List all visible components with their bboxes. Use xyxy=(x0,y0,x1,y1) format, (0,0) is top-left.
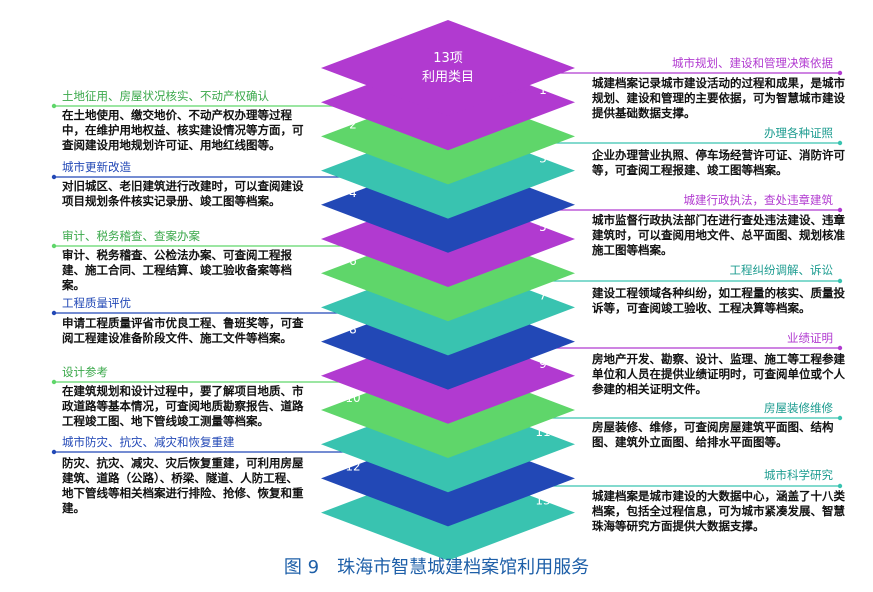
layer-number-13: 13 xyxy=(535,494,550,508)
connector-dot-5 xyxy=(837,207,843,213)
connector-dot-10 xyxy=(51,379,57,385)
connector-dot-1 xyxy=(837,70,843,76)
item-2-title: 土地征用、房屋状况核实、不动产权确认 xyxy=(62,89,269,103)
connector-lines xyxy=(51,70,843,489)
item-11-desc: 房屋装修、维修，可查阅房屋建筑平面图、结构图、建筑外立面图、给排水平面图等。 xyxy=(592,420,834,449)
layer-number-8: 8 xyxy=(349,323,357,337)
item-3-desc: 企业办理营业执照、停车场经营许可证、消防许可等，可查阅工程报建、竣工图等档案。 xyxy=(592,148,845,177)
item-1-title: 城市规划、建设和管理决策依据 xyxy=(672,56,833,70)
layer-number-11: 11 xyxy=(535,425,550,439)
item-1-desc: 城建档案记录城市建设活动的过程和成果，是城市规划、建设和管理的主要依据，可为智慧… xyxy=(592,76,845,120)
item-2-desc: 在土地使用、缴交地价、不动产权办理等过程中，在维护用地权益、核实建设情况等方面，… xyxy=(62,108,304,152)
item-4-desc: 对旧城区、老旧建筑进行改建时，可以查阅建设项目规划条件核实记录册、竣工图等档案。 xyxy=(62,179,304,208)
item-7-desc: 建设工程领域各种纠纷，如工程量的核实、质量投诉等，可查阅竣工验收、工程决算等档案… xyxy=(592,286,845,315)
item-10-desc: 在建筑规划和设计过程中，要了解项目地质、市政道路等基本情况，可查阅地质勘察报告、… xyxy=(62,384,304,428)
item-13-desc: 城建档案是城市建设的大数据中心，涵盖了十八类档案，包括全过程信息，可为城市紧凑发… xyxy=(592,489,845,533)
figure-number: 图 9 xyxy=(283,557,320,578)
item-12-desc: 防灾、抗灾、减灾、灾后恢复重建，可利用房屋建筑、道路（公路）、桥梁、隧道、人防工… xyxy=(62,456,304,515)
item-7-title: 工程纠纷调解、诉讼 xyxy=(729,263,834,277)
layer-number-3: 3 xyxy=(539,152,547,166)
layer-number-9: 9 xyxy=(539,357,547,371)
item-12-title: 城市防灾、抗灾、减灾和恢复重建 xyxy=(62,435,235,449)
item-9-desc: 房地产开发、勘察、设计、监理、施工等工程参建单位和人员在提供业绩证明时，可查阅单… xyxy=(592,352,845,396)
figure-caption: 图 9 珠海市智慧城建档案馆利用服务 xyxy=(0,553,873,579)
layer-number-7: 7 xyxy=(539,288,547,302)
connector-dot-12 xyxy=(51,449,57,455)
connector-dot-4 xyxy=(51,174,57,180)
item-8-desc: 申请工程质量评省市优良工程、鲁班奖等，可查阅工程建设准备阶段文件、施工文件等档案… xyxy=(62,316,304,345)
layer-number-10: 10 xyxy=(345,391,360,405)
item-8-title: 工程质量评优 xyxy=(62,296,131,310)
layer-number-2: 2 xyxy=(349,117,357,131)
item-6-desc: 审计、税务稽查、公检法办案、可查阅工程报建、施工合同、工程结算、竣工验收备案等档… xyxy=(62,248,292,292)
item-9-title: 业绩证明 xyxy=(787,331,833,345)
diamond-top xyxy=(321,20,575,116)
item-5-desc: 城市监督行政执法部门在进行查处违法建设、违章建筑时，可以查阅用地文件、总平面图、… xyxy=(592,213,845,257)
connector-dot-9 xyxy=(837,345,843,351)
connector-dot-3 xyxy=(837,140,843,146)
item-5-title: 城建行政执法，查处违章建筑 xyxy=(683,193,834,207)
figure-title: 珠海市智慧城建档案馆利用服务 xyxy=(337,557,590,578)
layer-number-5: 5 xyxy=(539,220,547,234)
connector-dot-2 xyxy=(51,103,57,109)
item-10-title: 设计参考 xyxy=(62,365,108,379)
item-11-title: 房屋装修维修 xyxy=(764,401,833,415)
item-4-title: 城市更新改造 xyxy=(62,160,131,174)
top-label-line1: 13项 xyxy=(433,51,463,66)
layer-number-1: 1 xyxy=(539,83,547,97)
top-label-line2: 利用类目 xyxy=(422,70,474,85)
item-3-title: 办理各种证照 xyxy=(764,126,833,140)
connector-dot-11 xyxy=(837,415,843,421)
connector-dot-6 xyxy=(51,243,57,249)
layer-number-12: 12 xyxy=(345,459,360,473)
connector-dot-13 xyxy=(837,483,843,489)
layer-number-6: 6 xyxy=(349,254,357,268)
connector-dot-8 xyxy=(51,310,57,316)
item-13-title: 城市科学研究 xyxy=(764,468,833,482)
connector-dot-7 xyxy=(837,278,843,284)
item-6-title: 审计、税务稽查、查案办案 xyxy=(62,229,200,243)
layer-number-4: 4 xyxy=(349,186,357,200)
